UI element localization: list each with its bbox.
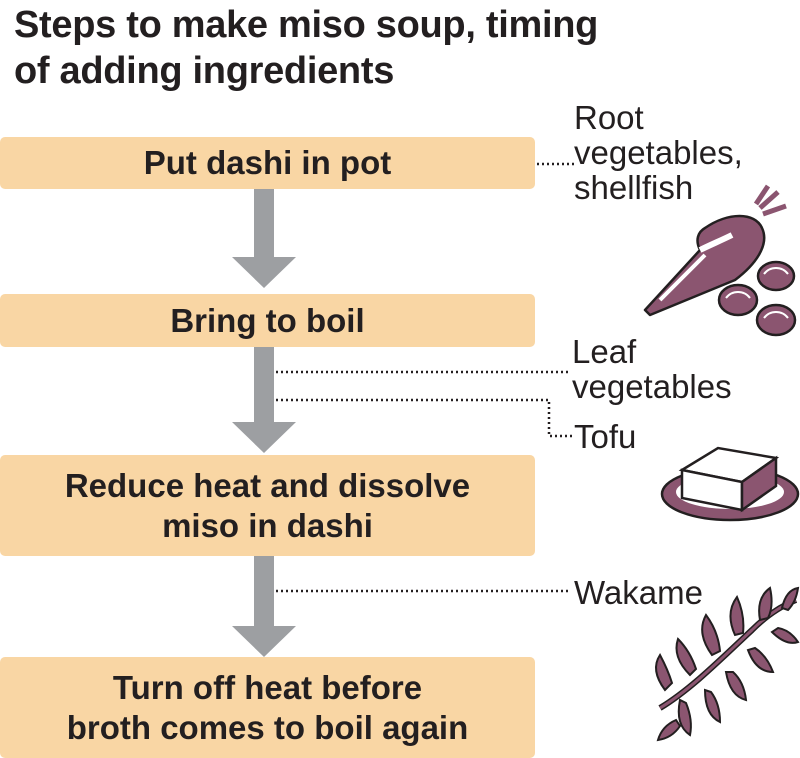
ingredient-leaf-vegetables: Leaf vegetables bbox=[572, 333, 732, 405]
arrow-2 bbox=[232, 347, 296, 453]
step-turn-off-heat: Turn off heat before broth comes to boil… bbox=[0, 657, 535, 758]
arrow-3 bbox=[232, 556, 296, 657]
step-label: Reduce heat and dissolve miso in dashi bbox=[64, 466, 471, 544]
step-label: Put dashi in pot bbox=[143, 144, 392, 181]
page-title: Steps to make miso soup, timing of addin… bbox=[14, 4, 599, 92]
ingredient-tofu: Tofu bbox=[574, 418, 637, 455]
step-dissolve-miso: Reduce heat and dissolve miso in dashi bbox=[0, 455, 535, 556]
step-put-dashi: Put dashi in pot bbox=[0, 137, 535, 189]
connector-tofu bbox=[276, 398, 572, 438]
ingredient-root-vegetables: Root vegetables, shellfish bbox=[574, 99, 743, 206]
step-bring-to-boil: Bring to boil bbox=[0, 294, 535, 347]
ingredient-wakame: Wakame bbox=[574, 574, 703, 611]
step-label: Bring to boil bbox=[170, 301, 365, 339]
arrow-1 bbox=[232, 189, 296, 288]
step-label: Turn off heat before broth comes to boil… bbox=[66, 668, 469, 746]
